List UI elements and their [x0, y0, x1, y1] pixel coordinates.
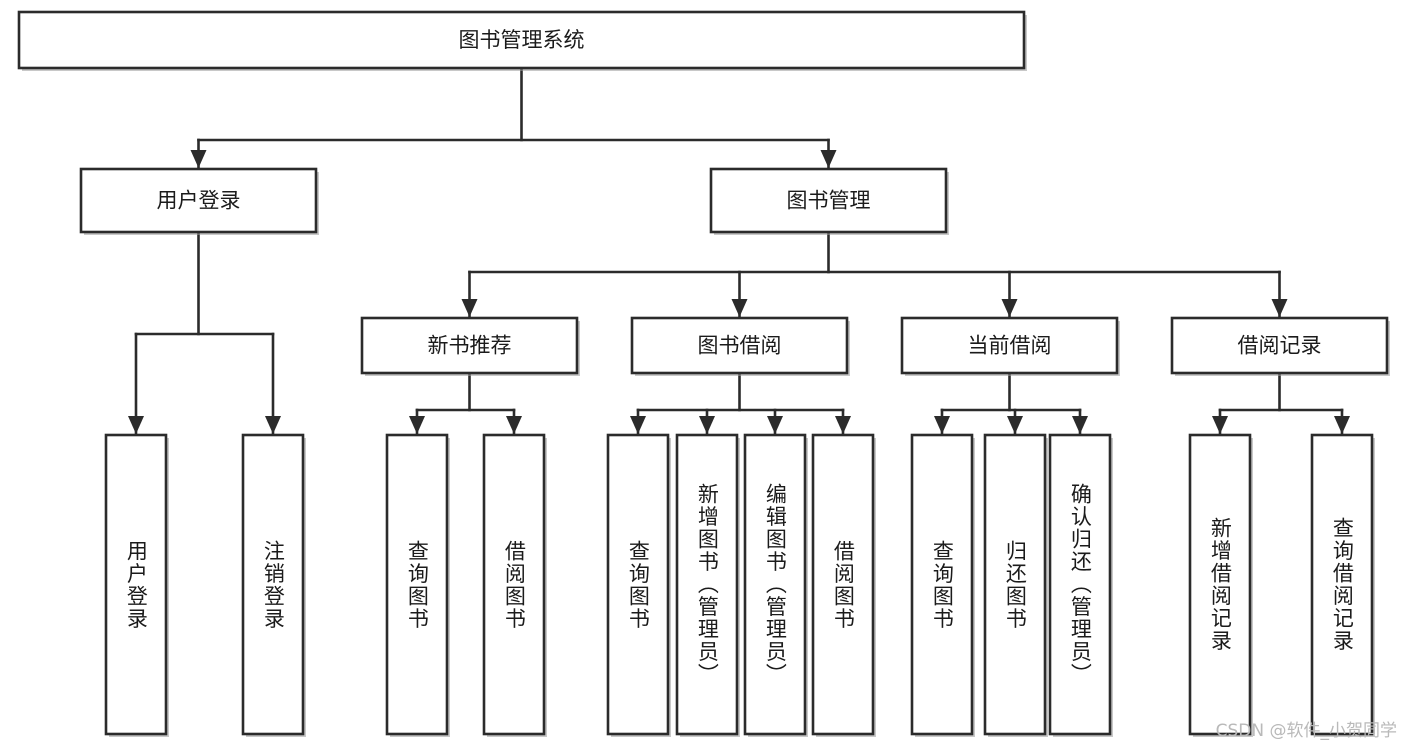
node-label-level2-1: 图书管理	[787, 189, 871, 213]
arrow-head-icon	[699, 416, 715, 434]
node-box-leaf-0[interactable]	[104, 433, 168, 736]
arrow-head-icon	[506, 416, 522, 434]
arrow-head-icon	[409, 416, 425, 434]
node-label-level2-0: 用户登录	[157, 189, 241, 213]
csdn-watermark: CSDN @软件_小贺同学	[1215, 721, 1397, 741]
arrow-head-icon	[461, 299, 478, 317]
node-box-leaf-12[interactable]	[1310, 433, 1374, 736]
node-box-leaf-6[interactable]	[743, 433, 807, 736]
arrow-head-icon	[1212, 416, 1228, 434]
node-box-leaf-5[interactable]	[675, 433, 739, 736]
node-box-leaf-7[interactable]	[811, 433, 875, 736]
node-box-leaf-8[interactable]	[910, 433, 974, 736]
node-box-root[interactable]	[17, 10, 1026, 70]
arrow-head-icon	[1271, 299, 1288, 317]
node-label-level3-2: 当前借阅	[968, 334, 1052, 358]
arrow-head-icon	[1072, 416, 1088, 434]
node-box-leaf-10[interactable]	[1048, 433, 1112, 736]
node-box-leaf-3[interactable]	[482, 433, 546, 736]
arrow-head-icon	[731, 299, 748, 317]
node-box-leaf-9[interactable]	[983, 433, 1047, 736]
node-box-level3-3[interactable]	[1170, 316, 1389, 375]
arrow-head-icon	[835, 416, 851, 434]
boxes-layer	[17, 10, 1390, 737]
node-box-level2-1[interactable]	[709, 167, 948, 234]
arrow-head-icon	[265, 416, 281, 434]
node-box-leaf-1[interactable]	[241, 433, 305, 736]
node-box-level2-0[interactable]	[79, 167, 318, 234]
connectors-layer	[128, 66, 1350, 435]
node-label-level3-3: 借阅记录	[1238, 334, 1322, 358]
arrow-head-icon	[630, 416, 646, 434]
node-box-level3-0[interactable]	[360, 316, 579, 375]
arrow-head-icon	[190, 150, 207, 168]
node-box-level3-2[interactable]	[900, 316, 1119, 375]
node-label-root: 图书管理系统	[459, 28, 585, 52]
arrow-head-icon	[1001, 299, 1018, 317]
node-box-leaf-4[interactable]	[606, 433, 670, 736]
arrow-head-icon	[128, 416, 144, 434]
arrow-head-icon	[934, 416, 950, 434]
node-box-level3-1[interactable]	[630, 316, 849, 375]
node-box-leaf-2[interactable]	[385, 433, 449, 736]
arrow-head-icon	[1007, 416, 1023, 434]
node-label-level3-1: 图书借阅	[698, 334, 782, 358]
arrow-head-icon	[820, 150, 837, 168]
arrow-head-icon	[1334, 416, 1350, 434]
node-label-level3-0: 新书推荐	[428, 334, 512, 358]
node-box-leaf-11[interactable]	[1188, 433, 1252, 736]
arrow-head-icon	[767, 416, 783, 434]
